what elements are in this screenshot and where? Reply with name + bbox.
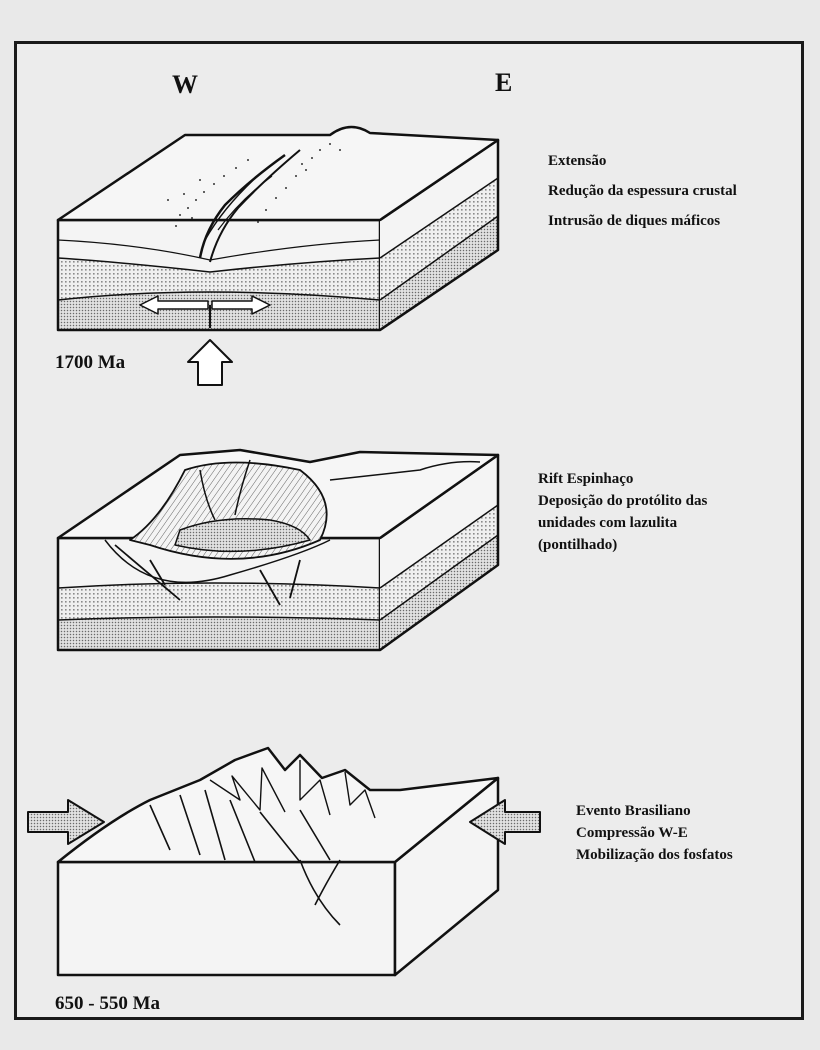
stage-3-note-1: Evento Brasiliano	[576, 803, 691, 819]
dike-stippling	[167, 143, 341, 227]
stage-3-note-2: Compressão W-E	[576, 825, 688, 841]
block-orogen	[27, 746, 541, 977]
stage-2-note-3: unidades com lazulita	[538, 515, 678, 531]
direction-west: W	[172, 70, 198, 99]
stage-2-notes: Rift Espinhaço Deposição do protólito da…	[538, 468, 707, 556]
stage-2-note-1: Rift Espinhaço	[538, 471, 634, 487]
stage-3-notes: Evento Brasiliano Compressão W-E Mobiliz…	[576, 800, 733, 866]
stage-2-note-4: (pontilhado)	[538, 537, 618, 553]
block-rift	[56, 448, 500, 652]
direction-east: E	[495, 68, 513, 97]
stage-3-age: 650 - 550 Ma	[55, 993, 161, 1014]
stage-1-notes: Extensão Redução da espessura crustal In…	[548, 150, 737, 232]
stage-1-note-3: Intrusão de diques máficos	[548, 213, 721, 229]
stage-3-note-3: Mobilização dos fosfatos	[576, 847, 733, 863]
stage-2-note-2: Deposição do protólito das	[538, 493, 708, 509]
block-extension	[56, 125, 500, 386]
stage-1-note-1: Extensão	[548, 153, 607, 169]
stage-1-age: 1700 Ma	[55, 352, 126, 373]
stage-1-note-2: Redução da espessura crustal	[548, 183, 737, 199]
